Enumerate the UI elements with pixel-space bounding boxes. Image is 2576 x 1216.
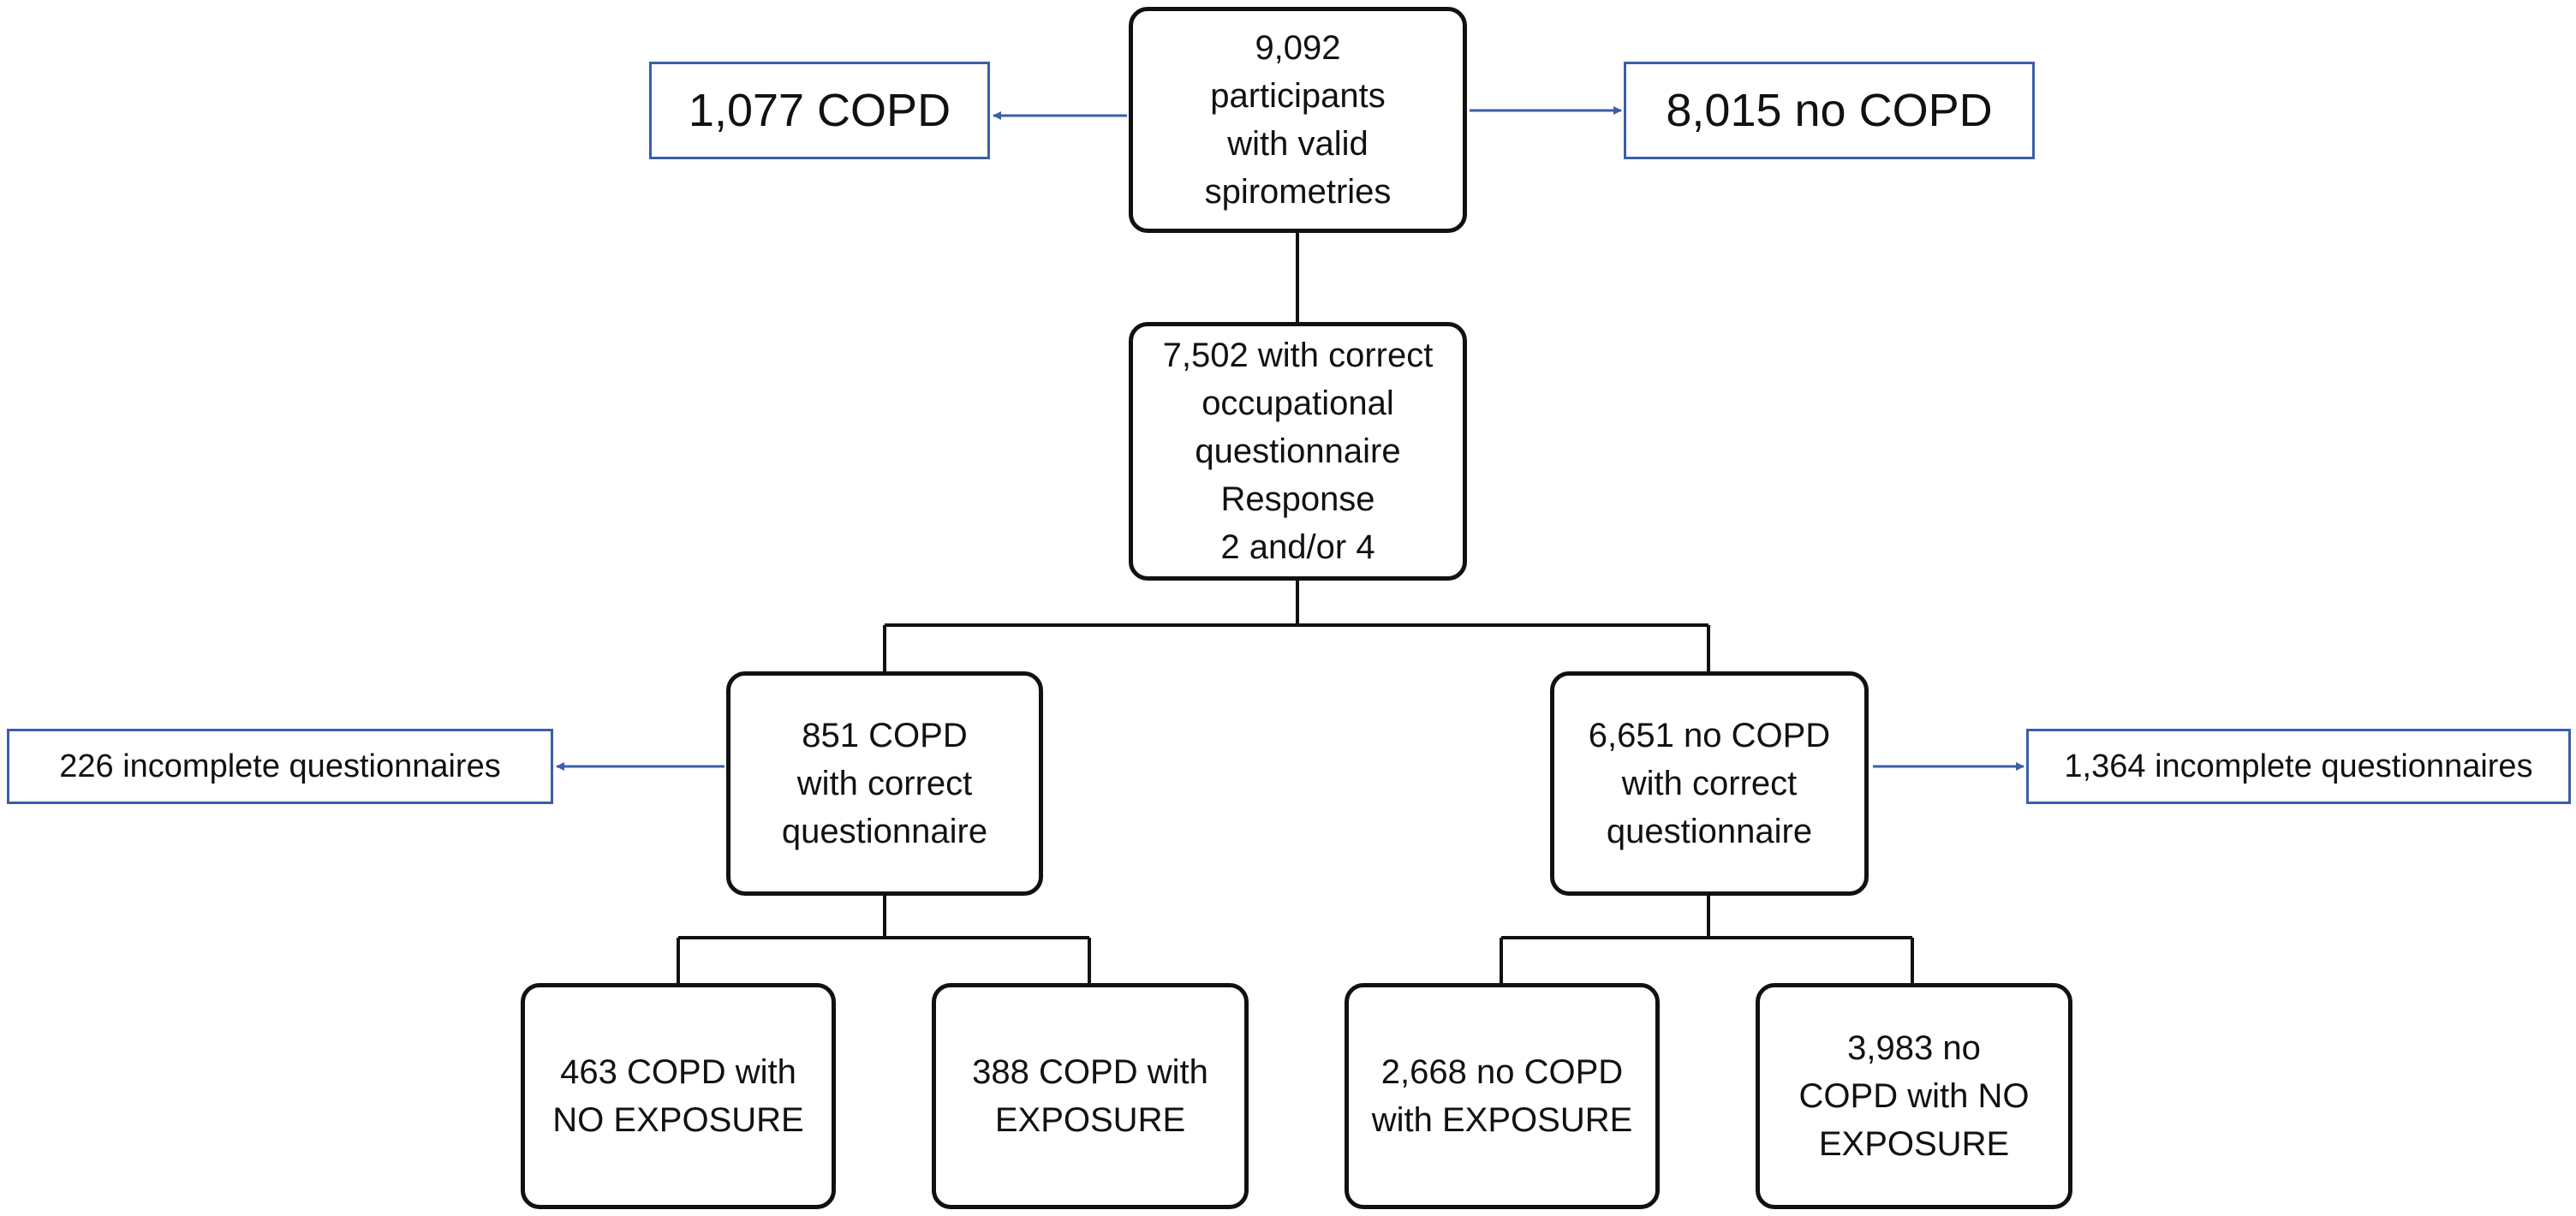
node-text-line: participants (1210, 77, 1386, 115)
node-text-line: 9,092 (1255, 29, 1341, 67)
node-text-line: 8,015 no COPD (1666, 85, 1993, 136)
node-no-copd-exposure: 2,668 no COPD with EXPOSURE (1345, 983, 1660, 1209)
node-no-copd-no-exposure: 3,983 no COPD with NO EXPOSURE (1756, 983, 2072, 1209)
node-text-line: 851 COPD (802, 717, 968, 754)
node-text-line: 2 and/or 4 (1220, 528, 1375, 566)
node-text-line: 7,502 with correct (1162, 337, 1434, 374)
node-text-line: questionnaire (1195, 432, 1401, 470)
node-text-line: with valid (1227, 125, 1368, 163)
node-text-line: 388 COPD with (972, 1053, 1208, 1091)
node-text-line: COPD with NO (1798, 1077, 2030, 1115)
node-text-line: 6,651 no COPD (1588, 717, 1831, 754)
node-text-line: NO EXPOSURE (552, 1101, 804, 1139)
node-text-line: 3,983 no (1847, 1029, 1981, 1067)
node-copd-correct: 851 COPD with correct questionnaire (726, 671, 1043, 896)
node-text-line: with correct (796, 765, 973, 802)
node-copd-no-exposure: 463 COPD with NO EXPOSURE (521, 983, 836, 1209)
node-text-line: 2,668 no COPD (1380, 1053, 1624, 1091)
node-text-line: occupational (1202, 384, 1394, 422)
node-no-copd-correct: 6,651 no COPD with correct questionnaire (1550, 671, 1869, 896)
node-root: 9,092 participants with valid spirometries (1129, 7, 1467, 233)
node-text-line: with correct (1621, 765, 1798, 802)
node-correct-questionnaire: 7,502 with correct occupational questionna… (1129, 322, 1467, 581)
node-text-line: questionnaire (1606, 813, 1813, 850)
node-text-line: EXPOSURE (994, 1101, 1186, 1139)
node-copd-incomplete: 226 incomplete questionnaires (7, 729, 553, 804)
node-text-line: 1,364 incomplete questionnaires (2064, 748, 2533, 784)
node-text-line: spirometries (1204, 173, 1392, 211)
node-text-line: 1,077 COPD (688, 85, 951, 136)
node-text-line: questionnaire (781, 813, 988, 850)
node-text-line: Response (1220, 480, 1375, 518)
node-text-line: with EXPOSURE (1371, 1101, 1633, 1139)
node-no-copd-total: 8,015 no COPD (1624, 62, 2035, 159)
node-text-line: EXPOSURE (1818, 1125, 2010, 1163)
node-no-copd-incomplete: 1,364 incomplete questionnaires (2026, 729, 2571, 804)
node-text-line: 226 incomplete questionnaires (59, 748, 501, 784)
node-text-line: 463 COPD with (560, 1053, 796, 1091)
node-copd-total: 1,077 COPD (649, 62, 990, 159)
